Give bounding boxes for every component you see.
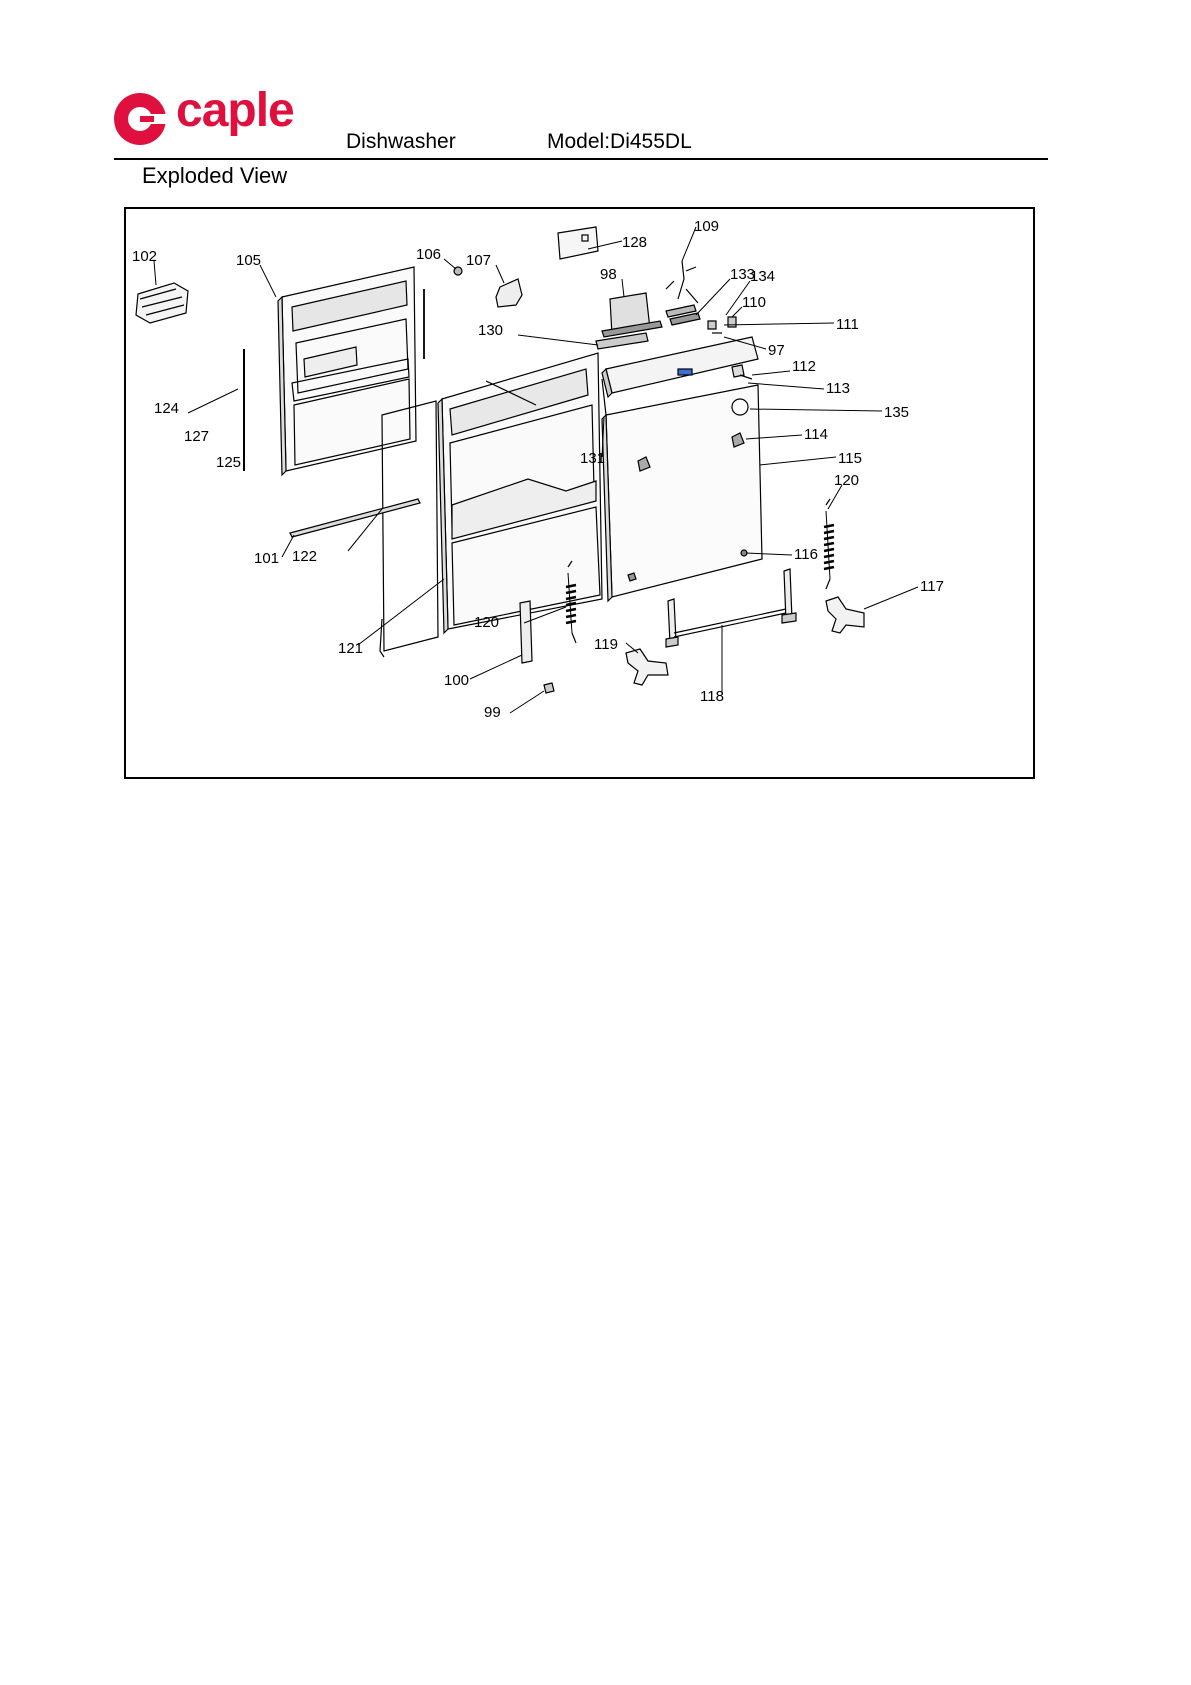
leader-105 [260,265,276,297]
part-118-hinge-rod [666,569,796,647]
callout-115: 115 [838,450,862,467]
leader-112 [752,371,790,375]
callout-134: 134 [750,268,775,285]
callout-116: 116 [794,546,818,563]
header-rule [114,158,1048,160]
callout-106: 106 [416,246,441,263]
callout-105: 105 [236,252,261,269]
part-117-bracket [826,597,864,633]
part-121-outer-door [438,353,602,633]
callout-111: 111 [836,316,859,333]
callout-110: 110 [742,294,766,311]
part-109-harness [666,261,698,303]
callout-100: 100 [444,672,469,689]
callout-130: 130 [478,322,503,339]
callout-117: 117 [920,578,944,595]
callout-131: 131 [580,450,605,467]
leader-115 [760,457,836,465]
part-107 [496,279,522,307]
part-128-label [558,227,598,259]
part-105-inner-door [278,267,416,475]
part-135-cap [732,399,748,415]
part-120-spring-right [824,499,834,589]
part-control-panel [602,337,758,397]
callout-122: 122 [292,548,317,565]
callout-128: 128 [622,234,647,251]
part-115-front-door [602,385,762,601]
leader-130 [518,335,598,345]
leader-106 [444,259,456,269]
callout-114: 114 [804,426,828,443]
callout-113: 113 [826,380,850,397]
callout-120: 120 [474,614,499,631]
part-110 [728,317,736,327]
callout-99: 99 [484,704,501,721]
callout-127: 127 [184,428,209,445]
callout-98: 98 [600,266,617,283]
logo-c-icon [114,93,166,145]
caple-logo: caple [114,93,324,151]
leader-111 [724,323,834,325]
part-99-clip [544,683,554,693]
part-111 [708,321,716,329]
leader-121 [358,579,444,645]
leader-133 [696,279,730,315]
callout-124: 124 [154,400,179,417]
callout-112: 112 [792,358,816,375]
model-number: Model:Di455DL [547,130,692,154]
callout-118: 118 [700,688,724,705]
callout-121: 121 [338,640,363,657]
callout-125: 125 [216,454,241,471]
product-type: Dishwasher [346,130,456,154]
leader-113 [748,383,824,389]
leader-135 [750,409,882,411]
leader-107 [496,265,504,283]
part-101-bottom-strip [290,499,420,537]
leader-98 [622,279,624,297]
callout-107: 107 [466,252,491,269]
leader-117 [864,587,918,609]
callout-120: 120 [834,472,859,489]
leader-99 [510,691,544,713]
callout-101: 101 [254,550,279,567]
callout-135: 135 [884,404,909,421]
callout-102: 102 [132,248,157,265]
callout-97: 97 [768,342,785,359]
leader-100 [470,655,522,679]
brand-wordmark: caple [176,87,294,135]
exploded-view-diagram: 1021051061071281099813313411011113097112… [126,209,1033,777]
part-100-hinge-arm [520,601,532,663]
part-102-control-module [136,283,188,323]
part-119-bracket [626,649,668,685]
section-title: Exploded View [142,163,287,189]
leader-124 [188,389,238,413]
callout-109: 109 [694,218,719,235]
callout-119: 119 [594,636,618,653]
leader-110 [732,307,742,317]
